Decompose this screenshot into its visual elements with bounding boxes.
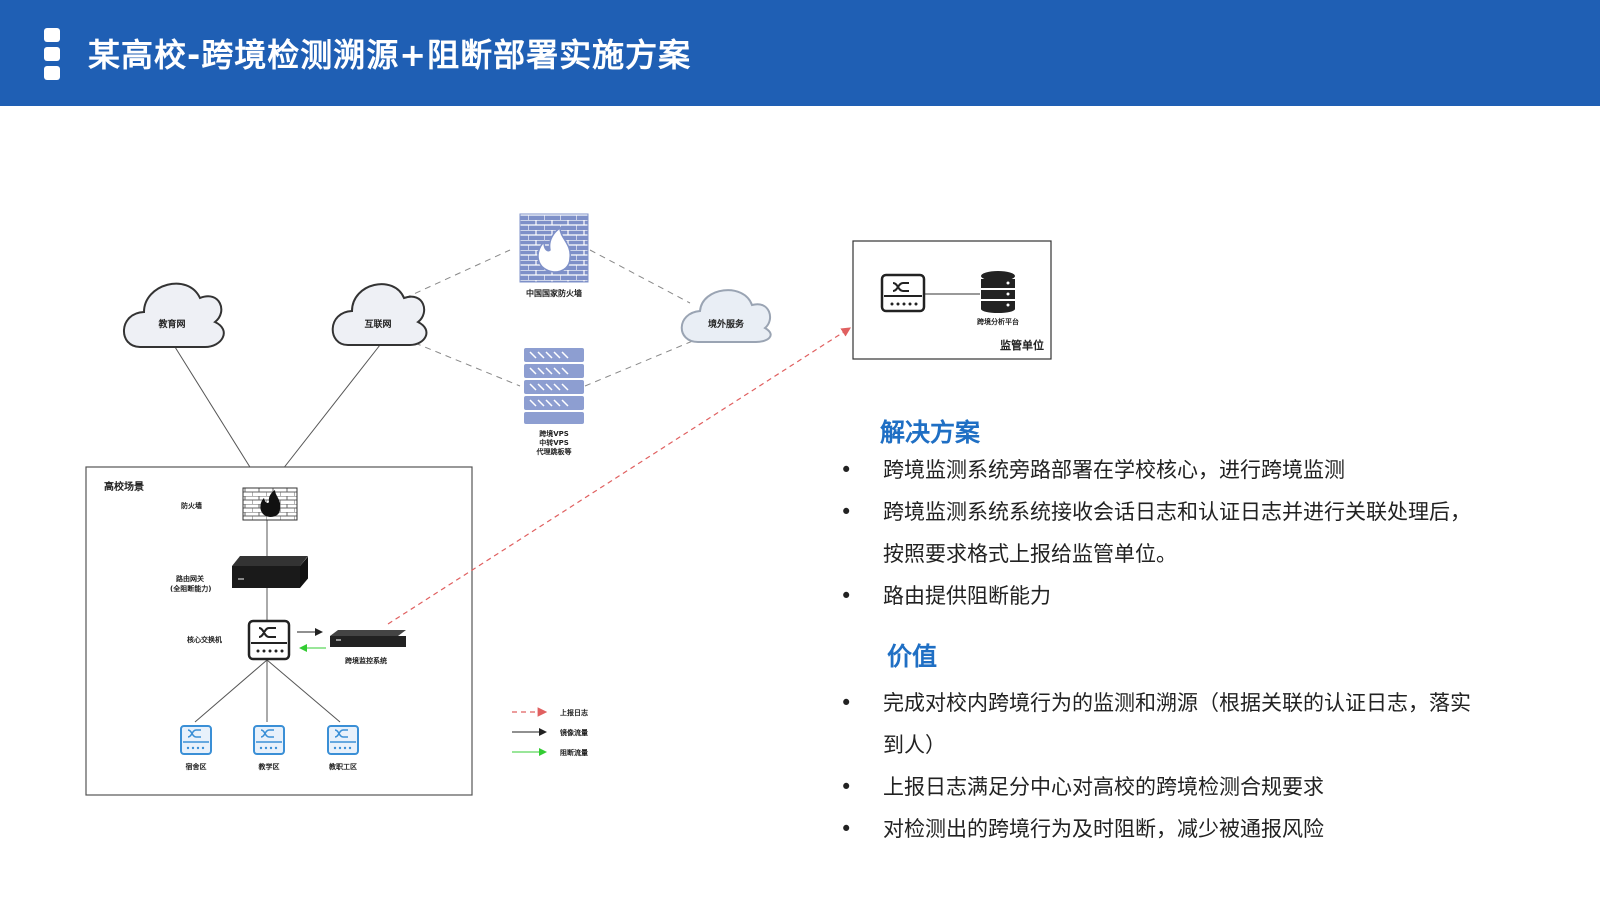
china-firewall: 中国国家防火墙 xyxy=(519,213,589,298)
legend-label-block: 阻断流量 xyxy=(560,748,588,757)
monitor-system-icon xyxy=(330,630,406,647)
zone-label-staff: 教职工区 xyxy=(328,762,357,771)
solution-list: 跨境监测系统旁路部署在学校核心，进行跨境监测 跨境监测系统系统接收会话日志和认证… xyxy=(840,449,1560,617)
legend-label-mirror: 镜像流量 xyxy=(560,728,588,737)
legend-label-report: 上报日志 xyxy=(560,708,588,717)
solution-item: 跨境监测系统旁路部署在学校核心，进行跨境监测 xyxy=(840,449,1560,491)
value-list: 完成对校内跨境行为的监测和溯源（根据关联的认证日志，落实到人） 上报日志满足分中… xyxy=(840,682,1560,850)
vps-server-stack: 跨境VPS 中转VPS 代理跳板等 xyxy=(524,348,584,456)
vps-label-1: 跨境VPS xyxy=(539,429,569,438)
menu-icon-block-3 xyxy=(44,66,60,80)
menu-icon-block-2 xyxy=(44,47,60,61)
zone-label-dormitory: 宿舍区 xyxy=(186,762,207,771)
cloud-edu-net: 教育网 xyxy=(123,282,225,348)
zone-switch-dormitory: 宿舍区 xyxy=(180,725,212,771)
router-label-1: 路由网关 xyxy=(176,574,204,583)
supervision-switch-icon xyxy=(880,273,926,313)
value-item: 上报日志满足分中心对高校的跨境检测合规要求 xyxy=(840,766,1560,808)
supervision-unit-box: 跨境分析平台 监管单位 xyxy=(852,240,1052,360)
zone-switch-teaching: 教学区 xyxy=(253,725,285,771)
value-item: 完成对校内跨境行为的监测和溯源（根据关联的认证日志，落实到人） xyxy=(840,682,1483,766)
cloud-overseas: 境外服务 xyxy=(680,289,772,343)
router-label-2: (全阻断能力) xyxy=(170,584,211,593)
solution-item: 跨境监测系统系统接收会话日志和认证日志并进行关联处理后，按照要求格式上报给监管单… xyxy=(840,491,1483,575)
network-diagram: 教育网 互联网 境外服务 中国国家防火墙 跨境VPS 中转VPS 代理跳板等 xyxy=(85,213,1052,796)
cloud-internet: 互联网 xyxy=(331,283,428,346)
solution-item: 路由提供阻断能力 xyxy=(840,575,1560,617)
router-gateway-icon xyxy=(232,556,308,588)
header-bar: 某高校-跨境检测溯源+阻断部署实施方案 xyxy=(0,0,1600,106)
cloud-edu-net-label: 教育网 xyxy=(157,318,185,330)
core-switch-label: 核心交换机 xyxy=(187,635,222,644)
cloud-overseas-label: 境外服务 xyxy=(708,318,745,330)
vps-label-3: 代理跳板等 xyxy=(536,447,572,456)
core-switch-icon xyxy=(247,619,291,661)
value-title: 价值 xyxy=(887,642,938,671)
internet-connections xyxy=(174,249,696,489)
cloud-internet-label: 互联网 xyxy=(364,318,391,330)
monitor-system-label: 跨境监控系统 xyxy=(345,656,387,665)
value-item: 对检测出的跨境行为及时阻断，减少被通报风险 xyxy=(840,808,1560,850)
zone-switch-staff: 教职工区 xyxy=(327,725,359,771)
solution-title: 解决方案 xyxy=(880,418,981,447)
legend: 上报日志 镜像流量 阻断流量 xyxy=(512,707,588,757)
database-icon xyxy=(981,271,1015,313)
supervision-unit-label: 监管单位 xyxy=(1000,338,1044,352)
campus-box: 高校场景 防火墙 路由网关 (全阻断能力) 核心交换机 xyxy=(85,466,473,796)
china-firewall-label: 中国国家防火墙 xyxy=(526,288,582,298)
analysis-platform-label: 跨境分析平台 xyxy=(977,317,1019,326)
report-log-line xyxy=(387,327,852,625)
page-title: 某高校-跨境检测溯源+阻断部署实施方案 xyxy=(88,36,692,74)
campus-title: 高校场景 xyxy=(104,480,144,493)
campus-firewall-icon xyxy=(242,487,298,521)
vps-label-2: 中转VPS xyxy=(539,438,569,447)
menu-icon-block-1 xyxy=(44,28,60,42)
campus-firewall-label: 防火墙 xyxy=(181,501,202,510)
zone-label-teaching: 教学区 xyxy=(258,762,280,771)
